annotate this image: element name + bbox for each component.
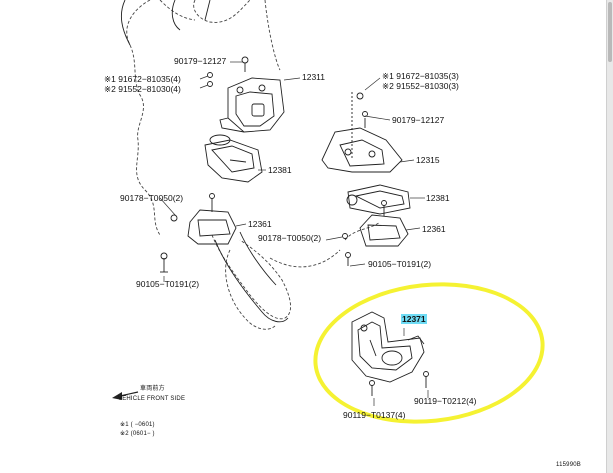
scrollbar-thumb[interactable] xyxy=(608,2,612,62)
leader-lines xyxy=(159,61,429,406)
part-label-12381-right[interactable]: 12381 xyxy=(426,193,450,203)
part-label-90119-T0137[interactable]: 90119−T0137(4) xyxy=(343,410,406,420)
part-label-90119-T0212[interactable]: 90119−T0212(4) xyxy=(414,396,477,406)
front-arrow-icon xyxy=(112,391,139,400)
footnote-2: ※2 (0601− ) xyxy=(120,431,155,437)
mount-12361-right xyxy=(342,200,409,266)
mount-bracket-12371 xyxy=(351,311,429,396)
part-label-91672-81035-right[interactable]: ※1 91672−81035(3) xyxy=(382,71,459,81)
part-label-12371-text: 12371 xyxy=(401,314,427,324)
front-label-cn: 車両前方 xyxy=(140,386,165,392)
part-label-12361-left[interactable]: 12361 xyxy=(248,219,272,229)
part-label-91672-81035-left[interactable]: ※1 91672−81035(4) xyxy=(104,74,181,84)
engine-outline xyxy=(126,0,381,330)
part-label-90179-12127-left[interactable]: 90179−12127 xyxy=(174,56,227,66)
insulator-12381-left xyxy=(204,134,263,183)
part-label-90178-T0050-right[interactable]: 90178−T0050(2) xyxy=(258,233,322,243)
part-label-91552-81030-left[interactable]: ※2 91552−81030(4) xyxy=(104,84,181,94)
part-label-90105-T0191-right[interactable]: 90105−T0191(2) xyxy=(368,259,432,269)
part-label-12371-highlighted[interactable]: 12371 xyxy=(401,314,427,324)
part-label-91552-81030-right[interactable]: ※2 91552−81030(3) xyxy=(382,81,459,91)
bolts-upper-left xyxy=(207,56,249,87)
figure-code: 115990B xyxy=(556,462,581,468)
footnote-1: ※1 ( −0601) xyxy=(120,422,155,428)
part-label-90179-12127-right[interactable]: 90179−12127 xyxy=(392,115,445,125)
part-label-12361-right[interactable]: 12361 xyxy=(422,224,446,234)
bolt-lower-left xyxy=(160,252,168,273)
part-label-90178-T0050-left[interactable]: 90178−T0050(2) xyxy=(120,193,184,203)
insulator-12381-right xyxy=(346,184,411,215)
mount-bracket-12311 xyxy=(219,77,285,133)
vertical-scrollbar[interactable] xyxy=(606,0,613,473)
part-label-90105-T0191-left[interactable]: 90105−T0191(2) xyxy=(136,279,200,289)
mount-bracket-12315 xyxy=(321,92,403,173)
front-label-en: VEHICLE FRONT SIDE xyxy=(118,396,186,402)
part-label-12315[interactable]: 12315 xyxy=(416,155,440,165)
part-label-12311[interactable]: 12311 xyxy=(302,72,326,82)
mount-12361-left xyxy=(170,193,237,245)
part-label-12381-left[interactable]: 12381 xyxy=(268,165,292,175)
engine-contours xyxy=(120,0,289,323)
